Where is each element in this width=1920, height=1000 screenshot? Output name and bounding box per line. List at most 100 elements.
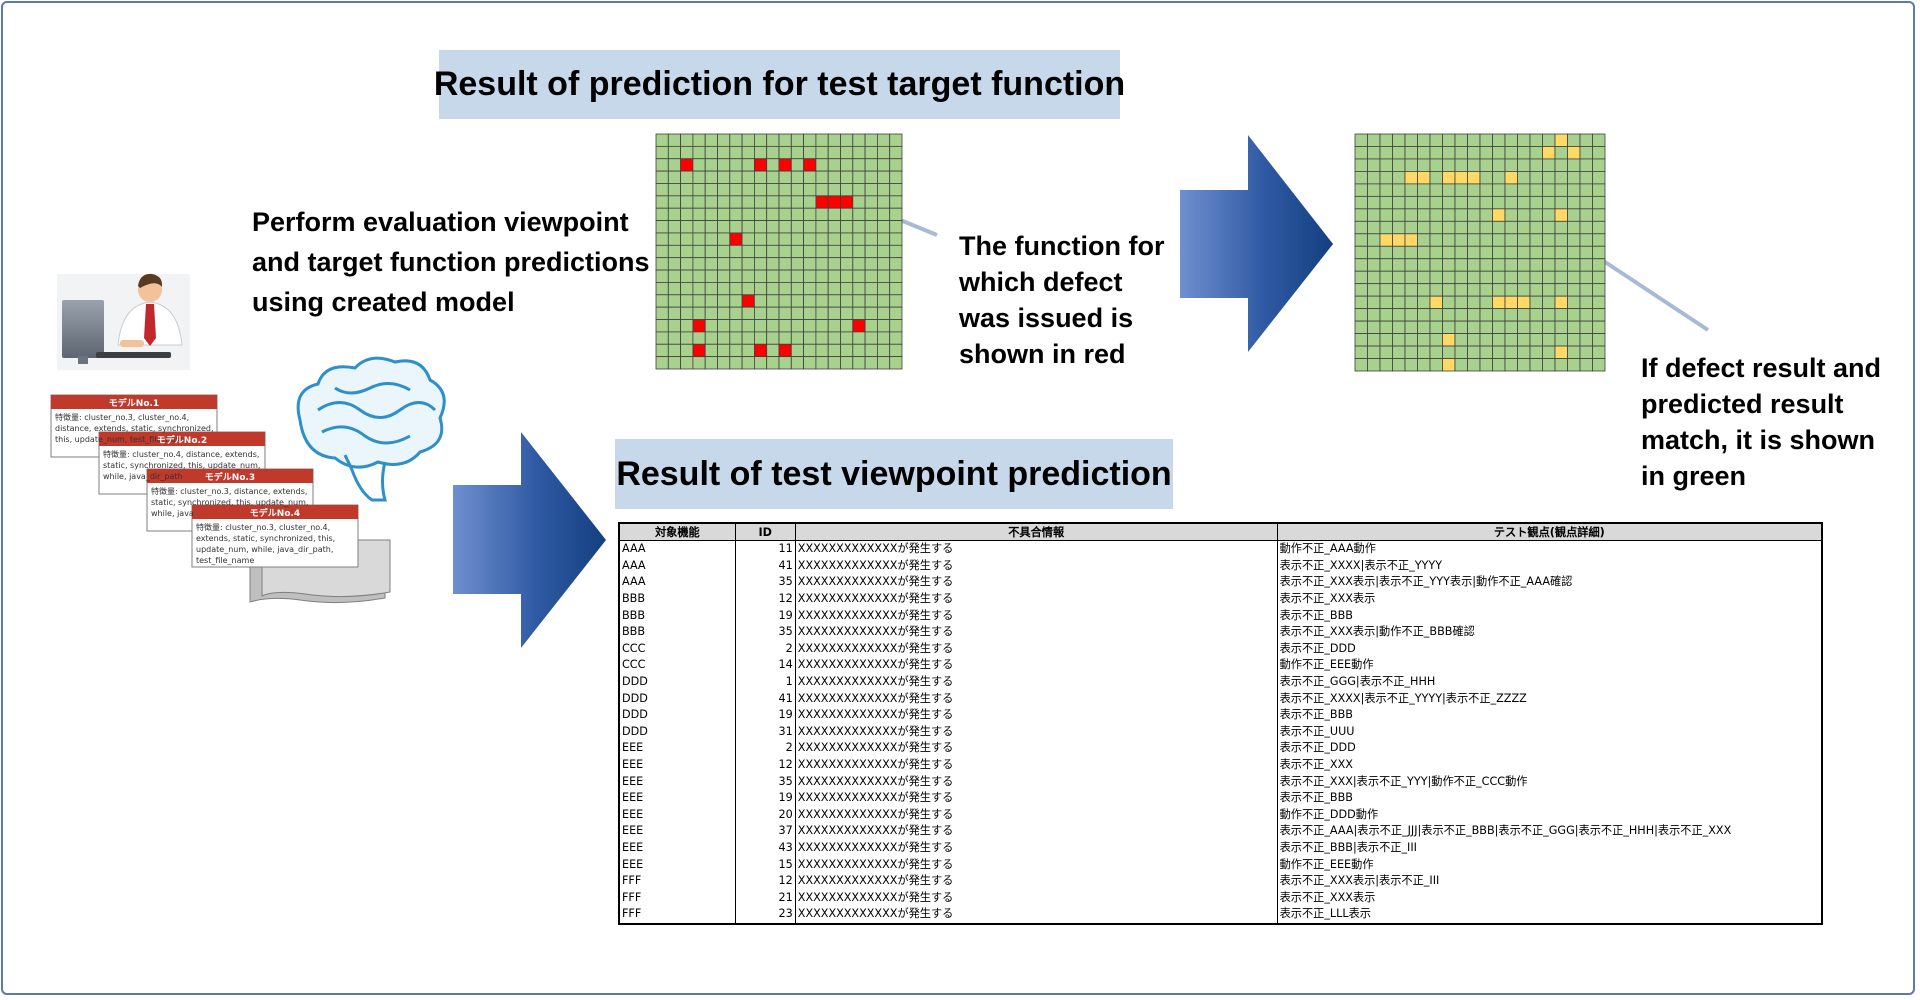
cell-target-function: EEE [619,757,735,774]
grid-cell [1480,359,1493,371]
grid-cell [1555,309,1568,321]
viewpoint-result-table: 対象機能 ID 不具合情報 テスト観点(観点詳細) AAA11XXXXXXXXX… [618,522,1823,925]
grid-cell [681,332,693,344]
grid-cell [841,332,853,344]
grid-cell [1355,309,1368,321]
grid-cell [656,357,668,369]
grid-cell [1393,271,1406,283]
grid-cell [804,208,816,220]
grid-cell [1593,246,1606,258]
grid-cell [1443,321,1456,333]
grid-cell [1355,346,1368,358]
grid-cell [668,245,680,257]
grid-cell [791,196,803,208]
grid-cell [1505,359,1518,371]
grid-cell [1468,296,1481,308]
grid-cell [681,320,693,332]
grid-cell [779,171,791,183]
grid-cell [730,344,742,356]
grid-cell [730,295,742,307]
grid-cell [1418,209,1431,221]
caption-perform: Perform evaluation viewpoint and target … [252,202,650,322]
grid-cell [1443,159,1456,171]
grid-cell [668,159,680,171]
grid-cell [668,134,680,146]
cell-test-viewpoint: 表示不正_XXX表示 [1277,591,1822,608]
table-row: DDD19XXXXXXXXXXXXXが発生する表示不正_BBB [619,707,1822,724]
highlighted-grid-cell [1505,296,1518,308]
grid-cell [668,221,680,233]
grid-cell [1480,296,1493,308]
grid-cell [804,258,816,270]
grid-cell [828,295,840,307]
grid-cell [816,221,828,233]
grid-cell [1405,334,1418,346]
grid-cell [1418,296,1431,308]
grid-cell [890,344,902,356]
grid-cell [754,307,766,319]
cell-id: 37 [735,823,795,840]
cell-id: 35 [735,773,795,790]
grid-cell [1430,284,1443,296]
grid-cell [1418,334,1431,346]
grid-cell [865,171,877,183]
grid-cell [816,159,828,171]
grid-cell [1568,134,1581,146]
grid-cell [1455,234,1468,246]
grid-cell [890,134,902,146]
grid-cell [693,270,705,282]
grid-cell [1555,234,1568,246]
grid-cell [1405,284,1418,296]
grid-cell [877,233,889,245]
highlighted-grid-cell [1468,171,1481,183]
pointer-line-green [1588,251,1708,330]
grid-cell [1430,209,1443,221]
highlighted-grid-cell [742,295,754,307]
grid-cell [1555,196,1568,208]
cell-id: 19 [735,790,795,807]
grid-cell [1380,246,1393,258]
grid-cell [841,357,853,369]
grid-cell [767,159,779,171]
grid-cell [1468,134,1481,146]
grid-cell [779,208,791,220]
grid-cell [718,183,730,195]
grid-cell [1530,271,1543,283]
caption-red-line: shown in red [959,336,1164,372]
grid-cell [1580,321,1593,333]
grid-cell [1368,309,1381,321]
grid-cell [730,245,742,257]
cell-test-viewpoint: 表示不正_DDD [1277,641,1822,658]
grid-cell [890,307,902,319]
grid-cell [791,270,803,282]
grid-cell [1493,196,1506,208]
grid-cell [865,196,877,208]
grid-cell [681,357,693,369]
cell-target-function: CCC [619,657,735,674]
highlighted-grid-cell [754,159,766,171]
grid-cell [1443,296,1456,308]
table-row: EEE15XXXXXXXXXXXXXが発生する動作不正_EEE動作 [619,856,1822,873]
table-body: AAA11XXXXXXXXXXXXXが発生する動作不正_AAA動作AAA41XX… [619,541,1822,924]
grid-cell [1593,284,1606,296]
grid-cell [1593,334,1606,346]
grid-cell [705,332,717,344]
grid-cell [705,221,717,233]
cell-defect-info: XXXXXXXXXXXXXが発生する [795,773,1277,790]
grid-cell [791,134,803,146]
grid-cell [791,208,803,220]
grid-cell [693,208,705,220]
grid-cell [1480,184,1493,196]
flow-arrow-table-icon [453,432,606,648]
grid-cell [890,295,902,307]
grid-cell [877,270,889,282]
grid-cell [1518,346,1531,358]
grid-cell [693,282,705,294]
grid-cell [779,320,791,332]
model-card-1-title: モデルNo.1 [51,396,217,409]
grid-cell [656,282,668,294]
highlighted-grid-cell [804,159,816,171]
grid-cell [828,270,840,282]
grid-cell [754,221,766,233]
grid-cell [1405,184,1418,196]
